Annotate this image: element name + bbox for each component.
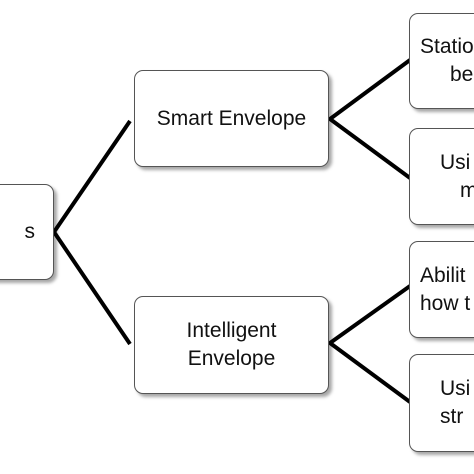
intelligent-envelope-node: Intelligent Envelope — [134, 296, 329, 394]
leaf-node-4-line1: Usi — [440, 377, 471, 400]
leaf-node-4-line2: str — [440, 405, 464, 428]
leaf-node-1-line2: be — [450, 63, 474, 86]
intelligent-envelope-label-line1: Intelligent — [186, 319, 277, 342]
connector-root-to-branches — [52, 119, 132, 346]
root-node: s — [0, 184, 54, 280]
smart-envelope-label: Smart Envelope — [156, 106, 307, 130]
leaf-node-3: Abilit how t — [409, 241, 474, 338]
leaf-node-1: Statio be — [409, 13, 474, 109]
leaf-node-2: Usi m — [409, 128, 474, 225]
leaf-node-2-line1: Usi — [440, 150, 471, 174]
root-node-label: s — [24, 220, 36, 243]
connector-intelligent-to-leaves — [328, 284, 412, 404]
intelligent-envelope-label-line2: Envelope — [187, 347, 276, 370]
leaf-node-4: Usi str — [409, 354, 474, 452]
connector-smart-to-leaves — [328, 58, 412, 180]
smart-envelope-node: Smart Envelope — [134, 70, 329, 167]
leaf-node-1-line1: Statio — [420, 35, 474, 58]
leaf-node-3-line1: Abilit — [420, 263, 466, 287]
leaf-node-2-line2: m — [460, 178, 474, 202]
leaf-node-3-line2: how t — [420, 291, 471, 315]
